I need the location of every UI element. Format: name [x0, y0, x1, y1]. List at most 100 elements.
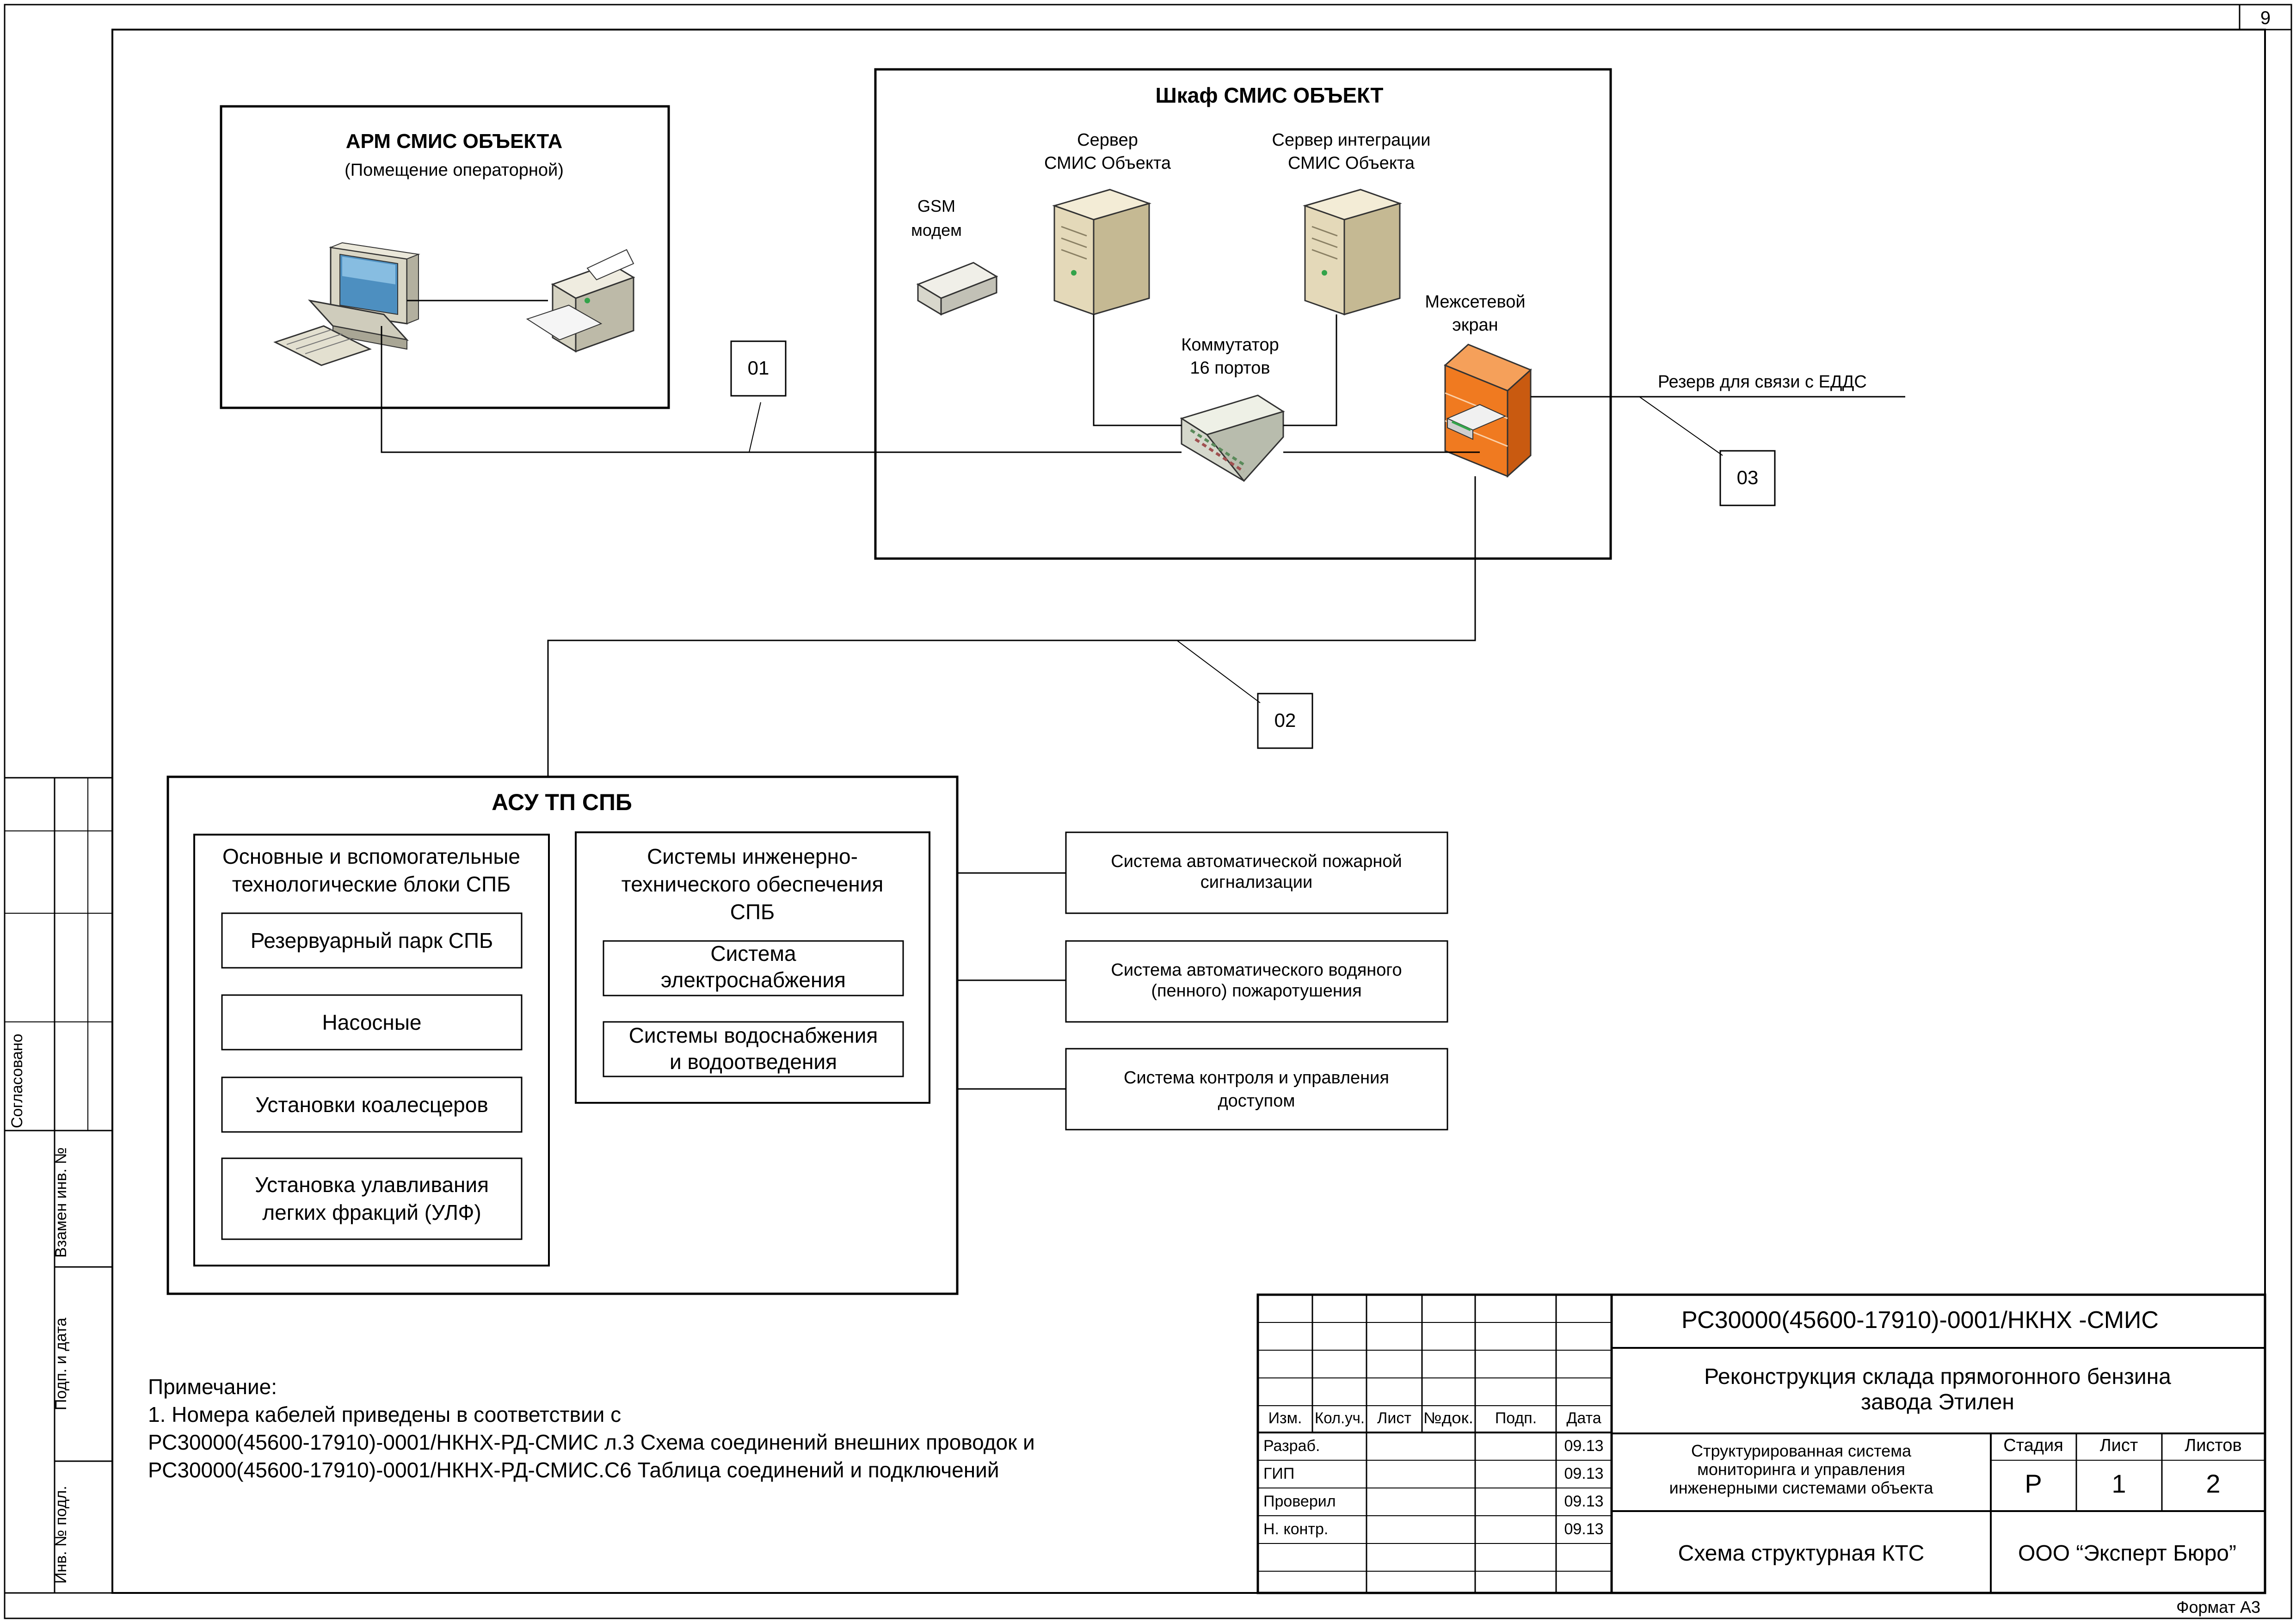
svg-text:РС30000(45600-17910)-0001/НКНХ: РС30000(45600-17910)-0001/НКНХ-РД-СМИС л…: [148, 1430, 1035, 1454]
svg-text:Примечание:: Примечание:: [148, 1375, 277, 1399]
sheets-value: 2: [2206, 1469, 2220, 1498]
power-supply-label: Система: [710, 941, 796, 965]
svg-text:технологические блоки СПБ: технологические блоки СПБ: [232, 872, 511, 896]
svg-text:1. Номера кабелей приведены в: 1. Номера кабелей приведены в соответств…: [148, 1402, 621, 1426]
cable-02-tag: 02: [1257, 693, 1313, 749]
svg-text:Стадия: Стадия: [2003, 1436, 2063, 1455]
reserve-label: Резерв для связи с ЕДДС: [1658, 372, 1867, 392]
svg-text:сигнализации: сигнализации: [1200, 873, 1312, 892]
svg-text:РС30000(45600-17910)-0001/НКНХ: РС30000(45600-17910)-0001/НКНХ-РД-СМИС.С…: [148, 1458, 999, 1482]
external-systems: Система автоматической пожарной сигнализ…: [957, 831, 1448, 1131]
svg-text:инженерными системами объекта: инженерными системами объекта: [1669, 1478, 1934, 1497]
int-server-label-2: СМИС Объекта: [1288, 154, 1415, 173]
svg-text:легких фракций (УЛФ): легких фракций (УЛФ): [262, 1200, 481, 1224]
server-label-2: СМИС Объекта: [1044, 154, 1171, 173]
side-stamp: Согласовано Взамен инв. № Подп. и дата И…: [4, 777, 113, 1594]
left-group-box: [193, 834, 550, 1266]
svg-text:02: 02: [1274, 709, 1296, 731]
vapor-recovery-label: Установка улавливания: [255, 1173, 489, 1197]
firewall-icon: [1444, 344, 1532, 478]
printer-icon: [526, 249, 635, 353]
svg-text:Кол.уч.: Кол.уч.: [1315, 1409, 1365, 1427]
svg-text:Системы инженерно-: Системы инженерно-: [647, 844, 858, 868]
stage-value: Р: [2025, 1469, 2042, 1498]
fire-alarm-label: Система автоматической пожарной: [1111, 852, 1402, 871]
svg-text:мониторинга и управления: мониторинга и управления: [1697, 1460, 1905, 1479]
tank-farm-label: Резервуарный парк СПБ: [251, 928, 493, 953]
right-group-box: [575, 831, 930, 1104]
cable-01-line: [381, 326, 1182, 453]
firewall-label-2: экран: [1452, 315, 1498, 335]
svg-text:Лист: Лист: [1377, 1409, 1411, 1427]
drawing-frame: [111, 29, 2266, 1594]
agreed-label: Согласовано: [8, 1034, 26, 1128]
checker-role: Проверил: [1263, 1493, 1336, 1510]
developer-role: Разраб.: [1263, 1437, 1320, 1455]
pumps-label: Насосные: [322, 1010, 422, 1034]
note: Примечание: 1. Номера кабелей приведены …: [148, 1375, 1035, 1482]
title-block: Изм. Кол.уч. Лист №док. Подп. Дата Разра…: [1256, 1293, 2266, 1594]
svg-text:Листов: Листов: [2185, 1436, 2241, 1455]
asu-block: АСУ ТП СПБ Основные и вспомогательные те…: [166, 775, 959, 1295]
server-icon: [1052, 189, 1151, 316]
sign-date-label: Подп. и дата: [52, 1318, 70, 1410]
arm-title: АРМ СМИС ОБЪЕКТА: [346, 130, 563, 153]
svg-text:электроснабжения: электроснабжения: [661, 968, 846, 992]
chief-engineer-role: ГИП: [1263, 1465, 1294, 1482]
norm-control-role: Н. контр.: [1263, 1520, 1328, 1538]
svg-text:01: 01: [748, 357, 769, 379]
water-supply-label: Системы водоснабжения: [629, 1023, 878, 1047]
svg-text:Изм.: Изм.: [1268, 1409, 1302, 1427]
svg-text:технического обеспечения: технического обеспечения: [622, 872, 884, 896]
workstation-icon: [273, 242, 420, 366]
svg-text:завода Этилен: завода Этилен: [1861, 1390, 2014, 1414]
format-label: Формат А3: [2176, 1598, 2260, 1617]
svg-text:09.13: 09.13: [1564, 1520, 1603, 1538]
fire-extinguishing-label: Система автоматического водяного: [1111, 960, 1402, 980]
page-number-box: 9: [2239, 4, 2292, 31]
cable-03-tag: 03: [1719, 450, 1776, 506]
svg-text:Подп.: Подп.: [1495, 1409, 1537, 1427]
company-name: ООО “Эксперт Бюро”: [2018, 1541, 2236, 1566]
cable-02-line: [547, 476, 1476, 777]
svg-text:(пенного) пожаротушения: (пенного) пожаротушения: [1151, 981, 1361, 1001]
inv-no-label: Инв. № подл.: [52, 1486, 70, 1584]
firewall-label: Межсетевой: [1425, 292, 1525, 312]
svg-text:Дата: Дата: [1566, 1409, 1601, 1427]
svg-text:СПБ: СПБ: [730, 900, 775, 924]
cable-01-tag: 01: [730, 340, 787, 397]
gsm-label-2: модем: [911, 221, 962, 240]
system-name: Структурированная система: [1691, 1441, 1912, 1460]
switch-label-2: 16 портов: [1190, 358, 1270, 378]
svg-text:09.13: 09.13: [1564, 1465, 1603, 1482]
cabinet-block: Шкаф СМИС ОБЪЕКТ GSM модем Сервер СМИС О…: [874, 68, 1612, 560]
page-number: 9: [2260, 8, 2271, 28]
svg-text:№док.: №док.: [1423, 1409, 1473, 1427]
arm-subtitle: (Помещение операторной): [345, 160, 564, 180]
int-server-label: Сервер интеграции: [1272, 130, 1431, 150]
switch-icon: [1180, 394, 1285, 482]
svg-text:09.13: 09.13: [1564, 1437, 1603, 1455]
asu-title: АСУ ТП СПБ: [492, 789, 632, 815]
project-name: Реконструкция склада прямогонного бензин…: [1704, 1365, 2171, 1389]
svg-text:09.13: 09.13: [1564, 1493, 1603, 1510]
doc-code: РС30000(45600-17910)-0001/НКНХ -СМИС: [1681, 1307, 2159, 1334]
gsm-label: GSM: [917, 197, 955, 215]
svg-text:Основные и вспомогательные: Основные и вспомогательные: [222, 844, 520, 868]
svg-text:доступом: доступом: [1218, 1091, 1295, 1111]
access-control-label: Система контроля и управления: [1124, 1068, 1389, 1088]
integration-server-icon: [1303, 189, 1402, 316]
drawing-name: Схема структурная КТС: [1678, 1541, 1925, 1566]
replaces-inv-label: Взамен инв. №: [52, 1147, 70, 1258]
server-label: Сервер: [1077, 130, 1138, 150]
svg-text:и водоотведения: и водоотведения: [670, 1050, 837, 1074]
sheet-value: 1: [2111, 1469, 2126, 1498]
switch-label: Коммутатор: [1181, 335, 1279, 355]
svg-text:Лист: Лист: [2100, 1436, 2138, 1455]
cabinet-title: Шкаф СМИС ОБЪЕКТ: [1156, 83, 1384, 107]
svg-text:03: 03: [1737, 467, 1759, 488]
gsm-modem-icon: [916, 262, 998, 316]
coalescers-label: Установки коалесцеров: [255, 1093, 488, 1117]
arm-block: АРМ СМИС ОБЪЕКТА (Помещение операторной): [220, 105, 670, 409]
